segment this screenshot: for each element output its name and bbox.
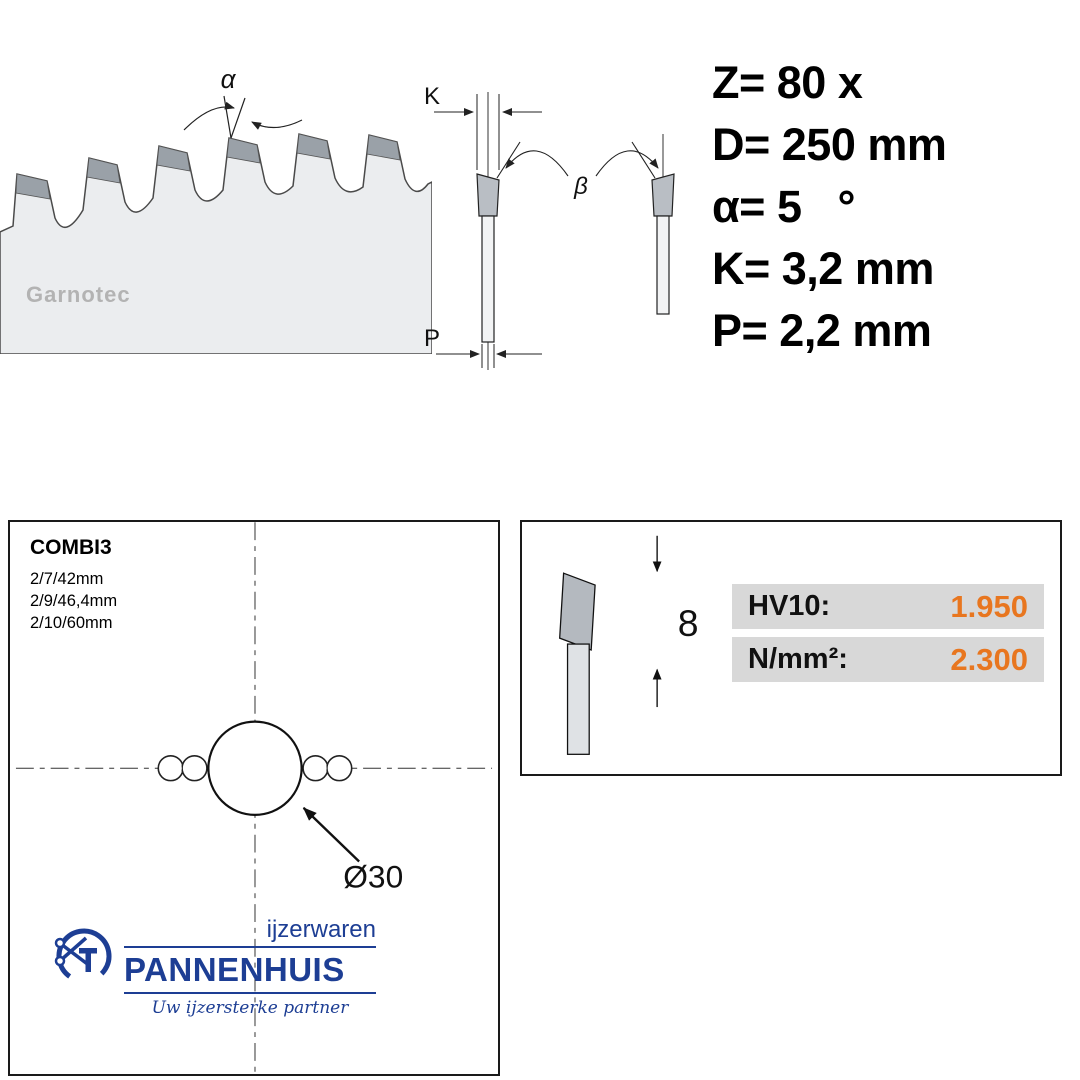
kerf-dimension <box>434 94 542 170</box>
tooth-side-view-drawing: K β P <box>424 83 675 370</box>
tip-height-label: 8 <box>678 602 699 644</box>
logo-divider <box>124 946 376 948</box>
blade-body <box>0 133 432 354</box>
spec-list: Z= 80 x D= 250 mm α= 5 ° K= 3,2 mm P= 2,… <box>712 52 1072 362</box>
pannenhuis-logo: ijzerwaren PANNENHUIS Uw ijzersterke par… <box>52 908 392 1026</box>
logo-category: ijzerwaren <box>266 916 376 943</box>
spec-diameter: D= 250 mm <box>712 119 947 170</box>
left-tooth-tip <box>476 173 500 217</box>
left-tooth-shank <box>481 215 495 343</box>
bore-pointer-arrow <box>302 807 360 863</box>
kerf-label: K <box>424 83 440 110</box>
logo-name: PANNENHUIS <box>124 951 345 988</box>
scissors-ring-icon <box>54 928 112 984</box>
hardness-box: 8 HV10: 1.950 N/mm²: 2.300 <box>520 520 1062 776</box>
hardness-row: HV10: 1.950 <box>732 584 1044 629</box>
tip-profile <box>559 572 596 651</box>
alpha-angle-label: α <box>221 72 237 94</box>
left-pinhole-pair <box>157 755 208 782</box>
hardness-table: HV10: 1.950 N/mm²: 2.300 <box>732 584 1044 690</box>
hardness-row: N/mm²: 2.300 <box>732 637 1044 682</box>
hardness-value: 1.950 <box>950 588 1028 624</box>
pinhole-options: 2/7/42mm 2/9/46,4mm 2/10/60mm <box>30 568 117 634</box>
bore-diameter-label: Ø30 <box>343 858 403 894</box>
hardness-label: HV10: <box>748 590 831 622</box>
tip-height-diagram: 8 <box>559 535 699 755</box>
spec-kerf-width: K= 3,2 mm <box>712 243 934 294</box>
plate-dimension <box>436 344 542 368</box>
spec-hook-angle: α= 5 ° <box>712 181 855 232</box>
logo-text-block: ijzerwaren PANNENHUIS Uw ijzersterke par… <box>124 916 376 1018</box>
plate-label: P <box>424 325 440 352</box>
logo-tagline: Uw ijzersterke partner <box>151 998 349 1018</box>
blade-tooth-profile-drawing: α Garnotec <box>0 72 432 354</box>
right-tooth-shank <box>656 215 670 315</box>
alpha-angle-annotation <box>183 95 303 139</box>
bore-diagram-box: Ø30 COMBI3 2/7/42mm 2/9/46,4mm 2/10/60mm <box>8 520 500 1076</box>
hardness-label: N/mm²: <box>748 643 848 675</box>
pinhole-option: 2/10/60mm <box>30 614 113 632</box>
bevel-angle-annotation <box>496 141 659 179</box>
pinhole-option: 2/7/42mm <box>30 570 104 588</box>
spec-plate-thickness: P= 2,2 mm <box>712 305 932 356</box>
pinhole-option: 2/9/46,4mm <box>30 592 118 610</box>
right-tooth-tip <box>651 173 675 217</box>
shank-profile <box>566 643 590 755</box>
logo-divider <box>124 992 376 994</box>
hardness-value: 2.300 <box>950 641 1028 677</box>
blade-watermark: Garnotec <box>26 282 131 307</box>
bore-circle <box>207 720 303 816</box>
carbide-tips <box>15 133 401 200</box>
right-pinhole-pair <box>302 755 353 782</box>
bevel-label: β <box>573 173 588 200</box>
bore-diagram: Ø30 <box>15 522 493 1074</box>
spec-teeth-count: Z= 80 x <box>712 57 863 108</box>
combi-title: COMBI3 <box>30 536 112 559</box>
